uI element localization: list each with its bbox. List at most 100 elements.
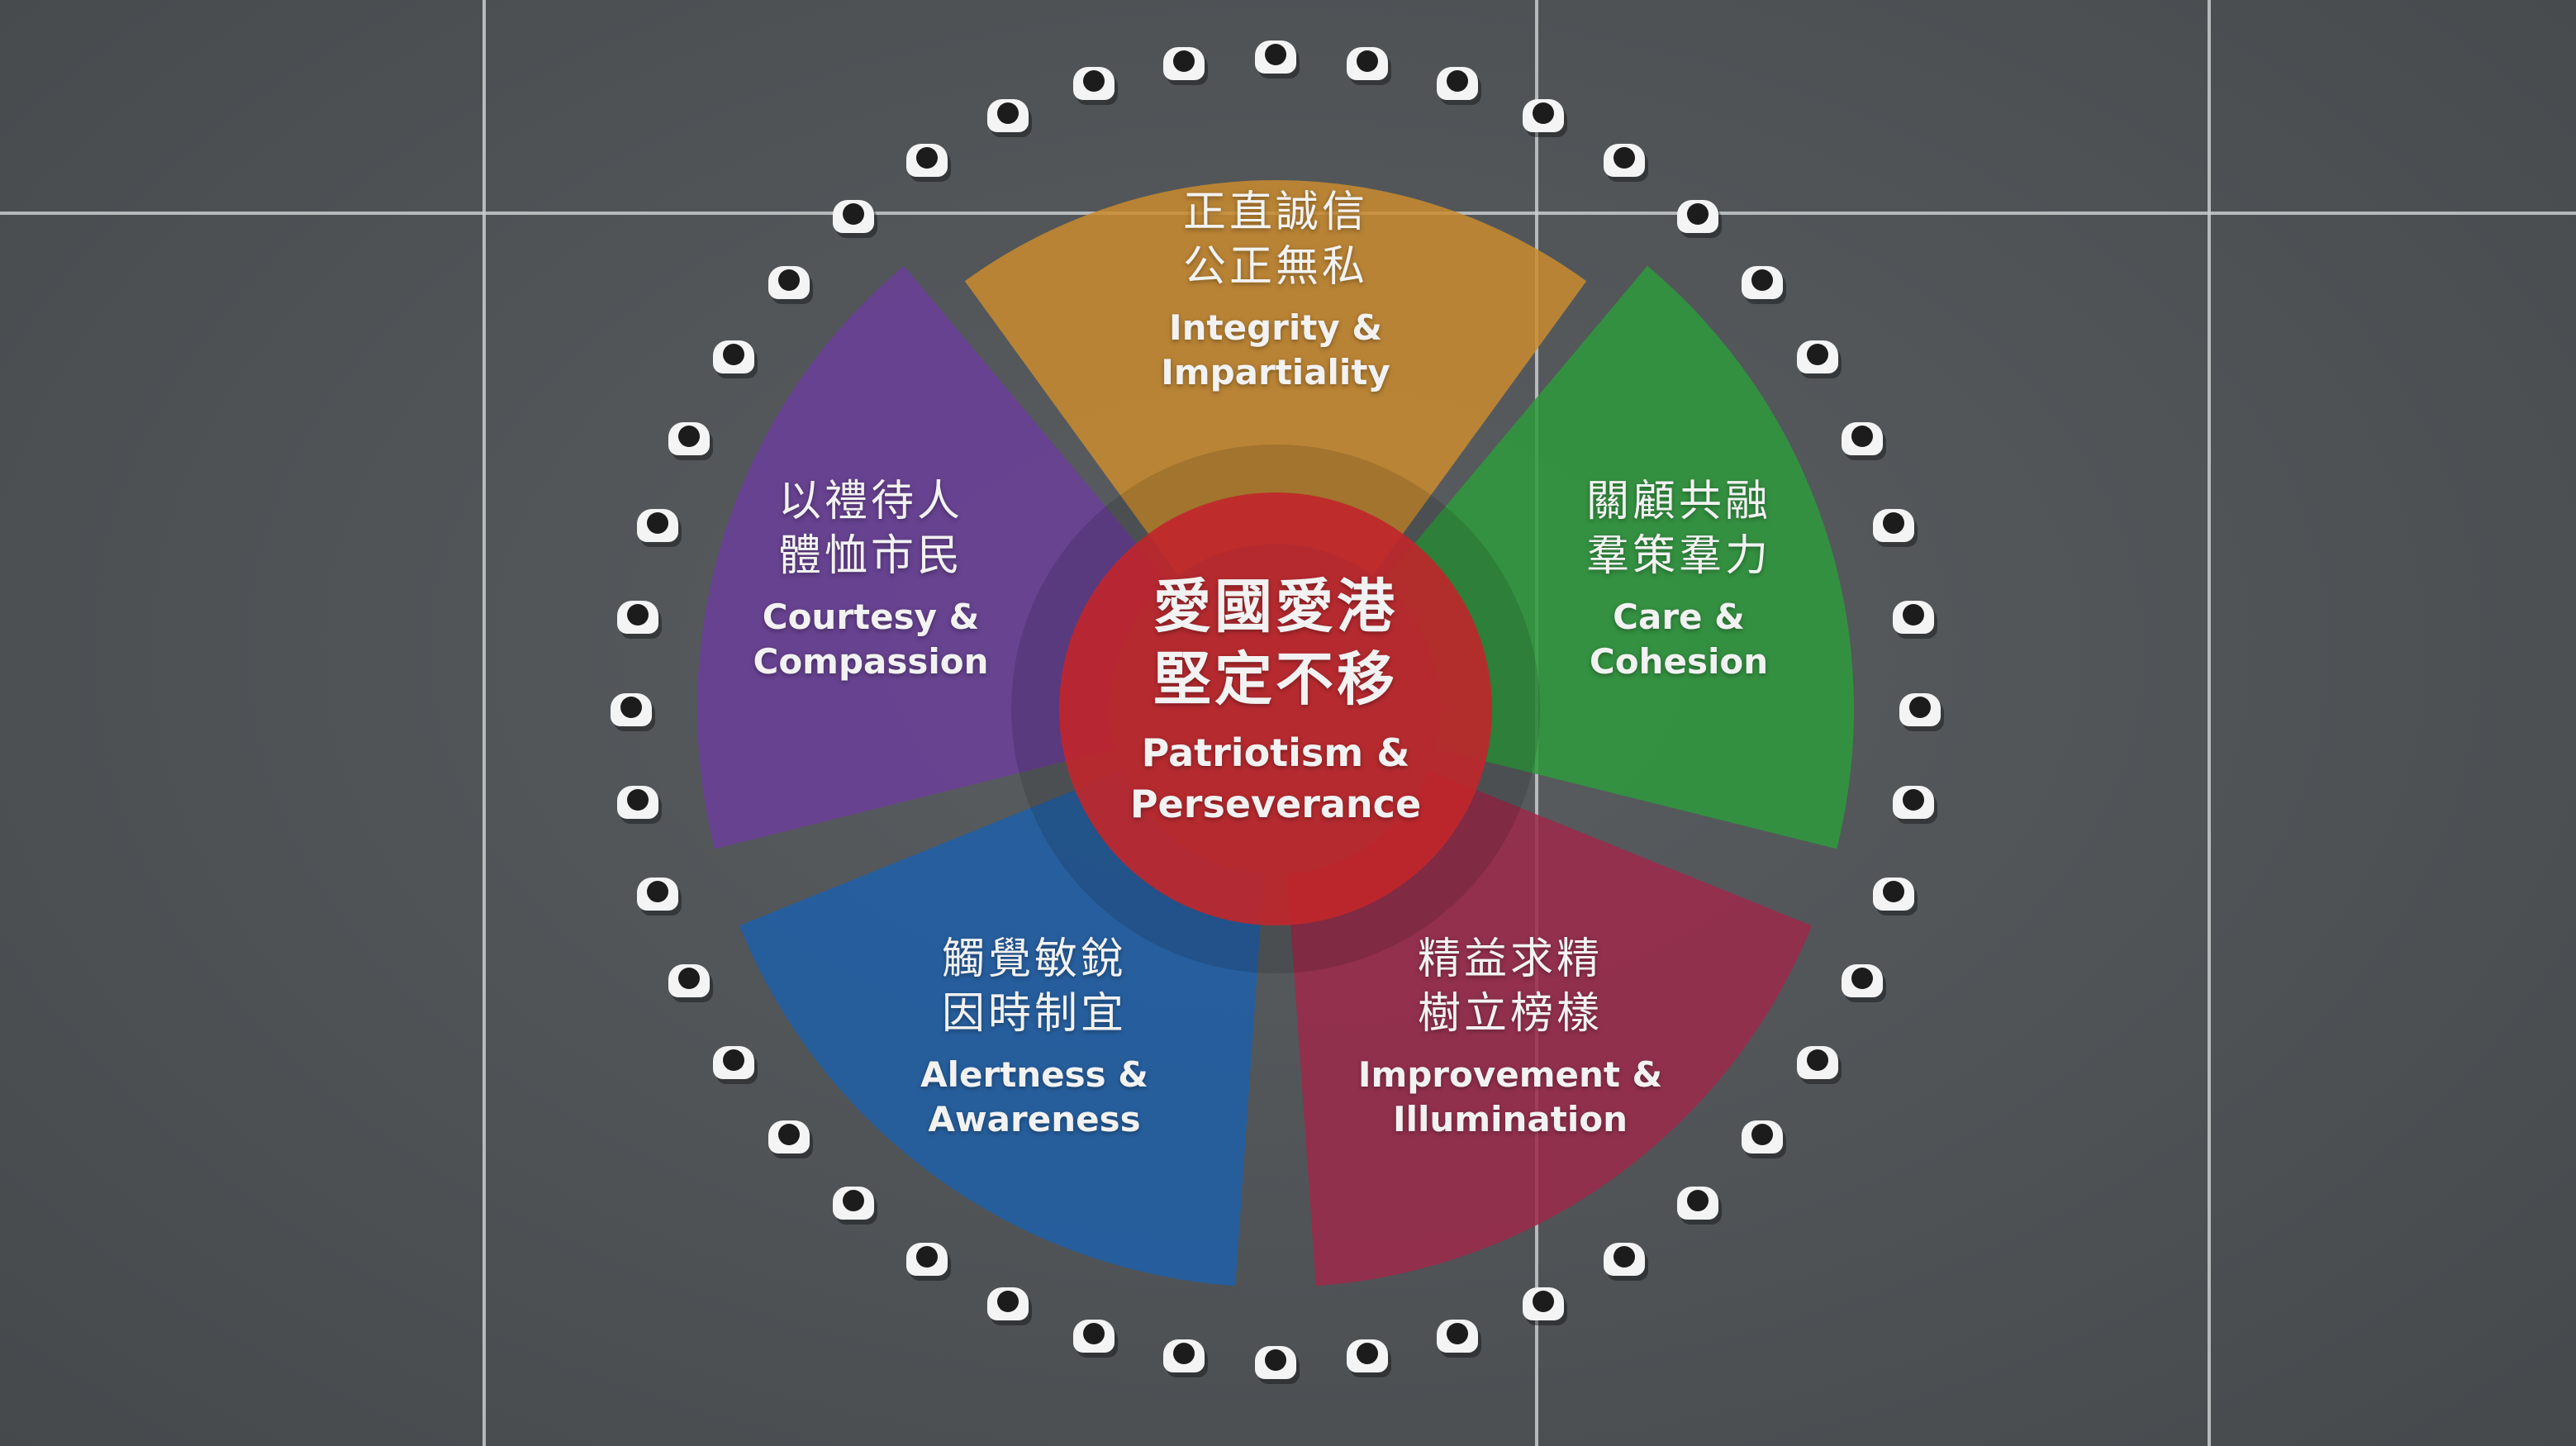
person-head: [1686, 202, 1709, 225]
person-head: [1686, 1190, 1709, 1212]
person-head: [1083, 70, 1105, 92]
person-head: [1883, 880, 1905, 902]
person-figure: [1252, 32, 1300, 80]
person-figure: [1600, 136, 1648, 183]
person-head: [1357, 50, 1378, 73]
person-figure: [1889, 778, 1937, 825]
center-en-line1: Patriotism &: [1141, 730, 1410, 775]
improvement-zh-line1: 精益求精: [1417, 935, 1603, 984]
person-head: [626, 789, 649, 811]
person-head: [777, 269, 800, 291]
improvement-zh-line2: 樹立榜樣: [1417, 989, 1603, 1039]
person-figure: [634, 501, 682, 549]
person-head: [777, 1124, 800, 1146]
person-head: [1533, 102, 1555, 125]
person-figure: [1674, 1178, 1722, 1226]
person-figure: [1674, 192, 1722, 240]
person-head: [1903, 789, 1925, 811]
courtesy-zh-line2: 體恤市民: [777, 531, 963, 581]
person-head: [626, 603, 649, 625]
person-figure: [1433, 1311, 1481, 1359]
care-en-line2: Cohesion: [1589, 641, 1769, 682]
person-head: [620, 697, 642, 718]
person-head: [1533, 1290, 1555, 1312]
person-head: [646, 880, 668, 902]
care-zh-line1: 關顧共融: [1585, 477, 1772, 526]
person-figure: [1794, 332, 1842, 380]
person-figure: [1343, 1331, 1391, 1379]
person-head: [1613, 147, 1635, 169]
center-zh-line2: 堅定不移: [1153, 645, 1398, 713]
person-head: [1903, 603, 1925, 625]
court-line: [2208, 0, 2211, 1446]
person-head: [1172, 1342, 1195, 1364]
person-figure: [614, 778, 662, 825]
label-courtesy: 以禮待人 體恤市民 Courtesy & Compassion: [753, 474, 989, 684]
person-figure: [1433, 59, 1481, 107]
person-figure: [634, 869, 682, 917]
person-figure: [1343, 39, 1391, 87]
courtesy-en-line2: Compassion: [753, 641, 989, 682]
person-head: [843, 1190, 865, 1212]
alertness-zh-line2: 因時制宜: [941, 989, 1127, 1039]
person-head: [678, 425, 701, 447]
person-figure: [829, 1178, 877, 1226]
person-figure: [1838, 414, 1886, 462]
person-head: [1265, 1349, 1286, 1371]
person-figure: [1738, 1112, 1786, 1160]
care-zh-line2: 羣策羣力: [1585, 531, 1772, 581]
person-head: [1883, 512, 1905, 535]
integrity-en-line1: Integrity &: [1169, 307, 1382, 348]
center-circle: [1059, 492, 1492, 925]
courtesy-en-line1: Courtesy &: [762, 597, 980, 637]
person-head: [916, 1245, 939, 1268]
label-improvement: 精益求精 樹立榜樣 Improvement & Illumination: [1358, 932, 1662, 1142]
person-figure: [984, 91, 1032, 139]
person-head: [996, 102, 1019, 125]
center-en-line2: Perseverance: [1129, 782, 1422, 826]
person-figure: [1870, 869, 1918, 917]
alertness-zh-line1: 觸覺敏銳: [941, 935, 1127, 984]
segment-alertness: [739, 770, 1265, 1287]
person-figure: [1738, 258, 1786, 306]
segment-care: [1381, 265, 1855, 849]
segment-improvement: [1286, 770, 1813, 1287]
person-head: [1751, 1124, 1774, 1146]
person-head: [678, 968, 701, 990]
alertness-en-line1: Alertness &: [920, 1054, 1148, 1095]
person-figure: [607, 685, 655, 733]
person-head: [996, 1290, 1019, 1312]
person-figure: [1160, 1331, 1208, 1379]
person-figure: [710, 1038, 758, 1086]
person-figure: [710, 332, 758, 380]
person-figure: [765, 1112, 813, 1160]
person-figure: [903, 136, 951, 183]
person-figure: [829, 192, 877, 240]
person-head: [646, 512, 668, 535]
person-figure: [1070, 59, 1118, 107]
segment-courtesy: [697, 265, 1170, 849]
person-figure: [765, 258, 813, 306]
person-head: [1446, 70, 1468, 92]
person-figure: [1070, 1311, 1118, 1359]
person-figure: [1160, 39, 1208, 87]
person-figure: [1252, 1338, 1300, 1386]
integrity-en-line2: Impartiality: [1161, 352, 1390, 392]
person-head: [1909, 697, 1931, 718]
person-head: [843, 202, 865, 225]
person-head: [1083, 1322, 1105, 1344]
integrity-zh-line2: 公正無私: [1182, 242, 1369, 292]
person-head: [1613, 1245, 1635, 1268]
center-zh-line1: 愛國愛港: [1153, 573, 1398, 640]
alertness-en-line2: Awareness: [928, 1099, 1141, 1139]
improvement-en-line2: Illumination: [1393, 1099, 1628, 1139]
improvement-en-line1: Improvement &: [1357, 1054, 1663, 1095]
court-line: [482, 0, 486, 1446]
person-head: [1851, 425, 1873, 447]
person-figure: [1600, 1234, 1648, 1282]
person-head: [1265, 44, 1286, 65]
person-head: [722, 1049, 744, 1072]
person-figure: [1870, 501, 1918, 549]
